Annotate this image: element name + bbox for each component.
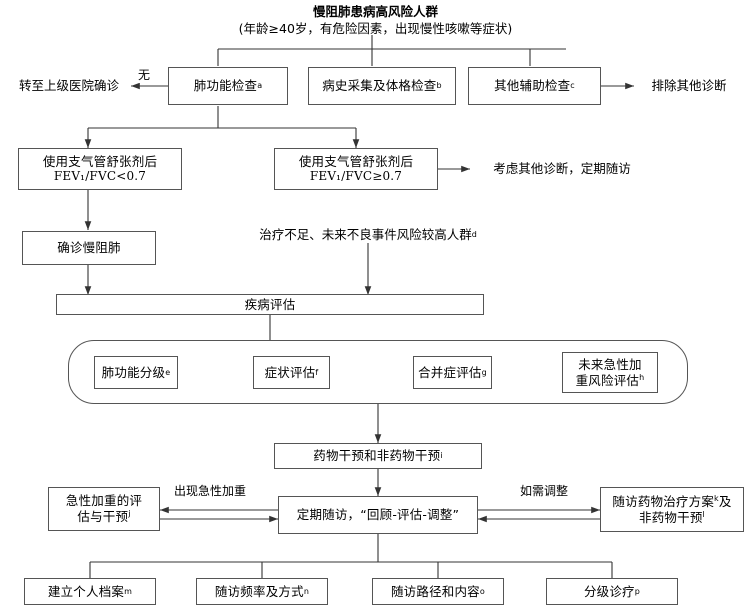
node-exclude-other-diagnosis: 排除其他诊断 xyxy=(651,77,727,93)
node-referral-to-higher-hospital: 转至上级医院确诊 xyxy=(18,77,119,93)
edge-label-none: 无 xyxy=(136,66,153,83)
node-followup-drug-line1-superscript: k xyxy=(714,493,719,503)
node-post-bronchodilator-fev-below-line2: FEV₁/FVC<0.7 xyxy=(53,169,147,184)
node-followup-frequency-and-method-label: 随访频率及方式 xyxy=(214,583,304,599)
node-post-bronchodilator-fev-below-line1: 使用支气管舒张剂后 xyxy=(42,153,158,169)
node-interventions-label: 药物干预和非药物干预 xyxy=(313,448,441,464)
node-acute-exacerbation-line2: 估与干预 xyxy=(77,509,129,524)
node-future-exacerbation-risk-assessment-line2-wrap: 重风险评估h xyxy=(576,373,645,389)
node-symptom-assessment-label: 症状评估 xyxy=(264,364,316,380)
node-post-bronchodilator-fev-above-line1: 使用支气管舒张剂后 xyxy=(298,153,414,169)
node-followup-drug-line2-superscript: l xyxy=(702,509,705,519)
node-disease-assessment: 疾病评估 xyxy=(56,294,484,315)
node-future-exacerbation-risk-assessment: 未来急性加 重风险评估h xyxy=(562,352,658,393)
node-tiered-care-label: 分级诊疗 xyxy=(583,583,635,599)
node-comorbidity-assessment-label: 合并症评估 xyxy=(418,364,482,380)
node-followup-drug-line2: 非药物干预 xyxy=(639,509,703,525)
node-acute-exacerbation-assessment-intervention: 急性加重的评 估与干预j xyxy=(48,487,160,531)
node-future-exacerbation-risk-assessment-line2: 重风险评估 xyxy=(575,372,640,388)
node-other-auxiliary-tests-label: 其他辅助检查 xyxy=(494,78,571,94)
assessment-group-container xyxy=(68,340,688,404)
node-lung-function-test-label: 肺功能检查 xyxy=(193,78,258,94)
node-followup-path-and-content-label: 随访路径和内容 xyxy=(390,583,480,599)
node-followup-drug-line1-tail: 及 xyxy=(718,493,732,509)
node-acute-exacerbation-line2-wrap: 估与干预j xyxy=(77,509,130,525)
node-lung-function-grading-label: 肺功能分级 xyxy=(101,364,166,380)
node-regular-followup-review-assess-adjust: 定期随访，“回顾-评估-调整” xyxy=(278,496,478,534)
node-followup-drug-line2-wrap: 非药物干预l xyxy=(639,510,705,526)
node-consider-other-diagnosis-followup: 考虑其他诊断，定期随访 xyxy=(493,160,631,176)
node-history-and-physical-exam-label: 病史采集及体格检查 xyxy=(322,78,437,94)
page-title: 慢阻肺患病高风险人群 xyxy=(312,4,438,19)
node-future-exacerbation-risk-assessment-line1: 未来急性加 xyxy=(578,356,642,372)
node-confirmed-copd: 确诊慢阻肺 xyxy=(22,231,156,265)
node-followup-drug-and-nondrug-plan: 随访药物治疗方案k及 非药物干预l xyxy=(600,487,744,532)
node-post-bronchodilator-fev-above: 使用支气管舒张剂后 FEV₁/FVC≥0.7 xyxy=(274,148,438,190)
node-establish-personal-record-label: 建立个人档案 xyxy=(47,583,125,599)
node-followup-drug-line1-wrap: 随访药物治疗方案k及 xyxy=(612,494,731,510)
edge-label-adjust-as-needed: 如需调整 xyxy=(518,482,571,499)
node-acute-exacerbation-line1: 急性加重的评 xyxy=(65,493,143,509)
node-future-exacerbation-risk-assessment-superscript: h xyxy=(639,372,645,382)
node-high-risk-undertreated-group-label: 治疗不足、未来不良事件风险较高人群 xyxy=(259,226,472,242)
node-post-bronchodilator-fev-above-line2: FEV₁/FVC≥0.7 xyxy=(309,169,403,184)
node-followup-drug-line1: 随访药物治疗方案 xyxy=(612,493,715,509)
edge-label-acute-exacerbation-occurs: 出现急性加重 xyxy=(172,482,249,499)
page-subtitle: (年龄≥40岁，有危险因素，出现慢性咳嗽等症状) xyxy=(238,21,513,36)
node-post-bronchodilator-fev-below: 使用支气管舒张剂后 FEV₁/FVC<0.7 xyxy=(18,148,182,190)
node-acute-exacerbation-superscript: j xyxy=(128,508,131,518)
